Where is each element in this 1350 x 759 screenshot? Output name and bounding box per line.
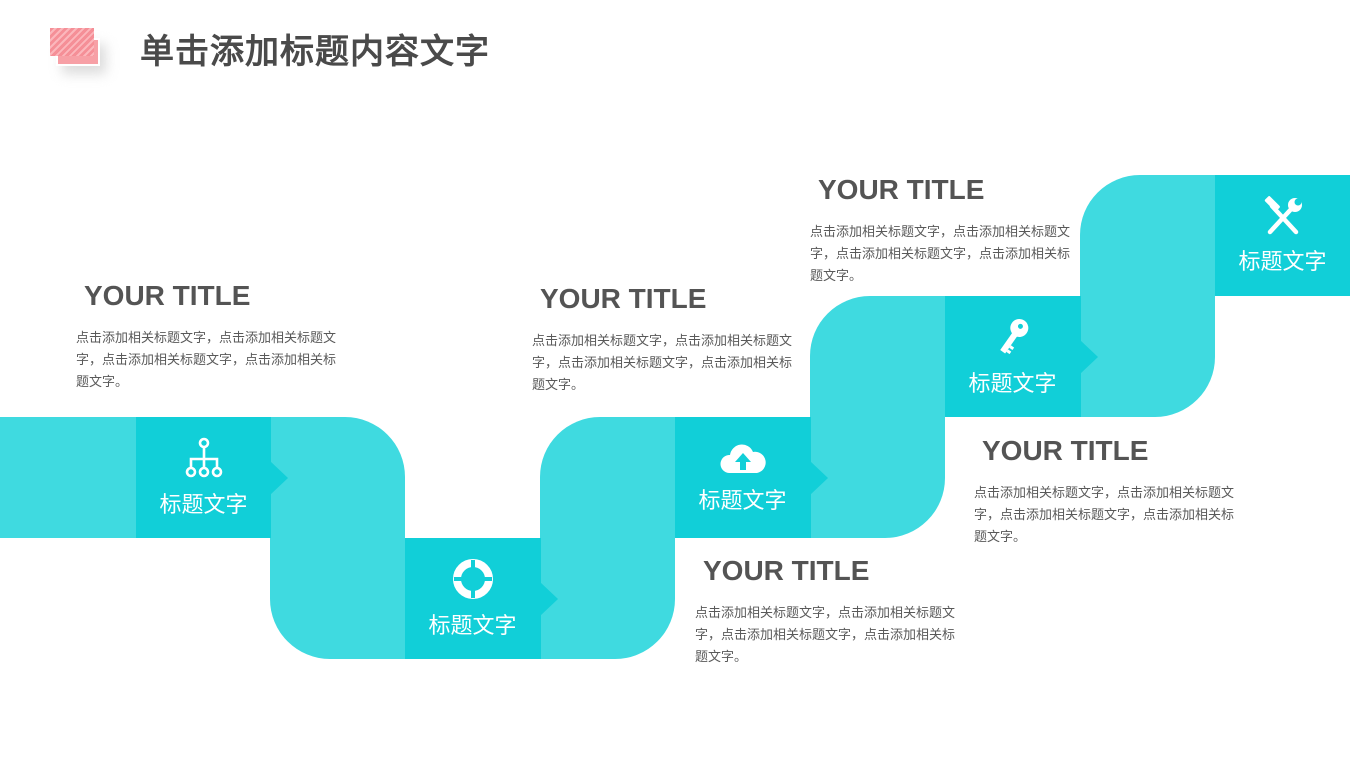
tools-icon	[1264, 195, 1302, 234]
card-text: 点击添加相关标题文字，点击添加相关标题文字，点击添加相关标题文字，点击添加相关标…	[532, 334, 793, 393]
step-arrow-2	[540, 582, 558, 616]
step-tile-1: 标题文字	[136, 417, 271, 538]
card-title: YOUR TITLE	[703, 555, 870, 586]
step-tile-3-bg	[675, 417, 811, 538]
key-icon	[999, 318, 1028, 354]
card-title: YOUR TITLE	[84, 280, 251, 311]
step-label-2: 标题文字	[428, 613, 517, 639]
info-card-5: YOUR TITLE 点击添加相关标题文字，点击添加相关标题文字，点击添加相关标…	[974, 435, 1234, 549]
step-label-5: 标题文字	[1238, 249, 1327, 275]
step-label-4: 标题文字	[968, 371, 1057, 397]
step-tile-1-bg	[136, 417, 271, 538]
step-tile-4: 标题文字	[945, 296, 1080, 417]
ribbon-curve-down	[270, 417, 405, 659]
step-label-3: 标题文字	[698, 488, 787, 514]
info-card-2: YOUR TITLE 点击添加相关标题文字，点击添加相关标题文字，点击添加相关标…	[532, 283, 792, 397]
step-tile-2-bg	[405, 538, 541, 659]
step-tile-4-bg	[945, 296, 1081, 417]
info-card-1: YOUR TITLE 点击添加相关标题文字，点击添加相关标题文字，点击添加相关标…	[76, 280, 336, 394]
card-text: 点击添加相关标题文字，点击添加相关标题文字，点击添加相关标题文字，点击添加相关标…	[810, 225, 1071, 284]
card-text: 点击添加相关标题文字，点击添加相关标题文字，点击添加相关标题文字，点击添加相关标…	[76, 331, 337, 390]
card-title: YOUR TITLE	[818, 174, 985, 205]
ribbon-segment-start	[0, 417, 137, 538]
step-tile-5-bg	[1215, 175, 1350, 296]
page-title: 单击添加标题内容文字	[140, 32, 490, 72]
step-arrow-4	[1080, 340, 1098, 374]
card-text: 点击添加相关标题文字，点击添加相关标题文字，点击添加相关标题文字，点击添加相关标…	[974, 486, 1235, 545]
step-tile-5: 标题文字	[1215, 175, 1350, 296]
step-label-1: 标题文字	[159, 492, 248, 518]
step-tile-3: 标题文字	[675, 417, 810, 538]
card-title: YOUR TITLE	[982, 435, 1149, 466]
ribbon-curve-up-1	[540, 417, 675, 659]
hierarchy-icon	[185, 437, 222, 477]
info-card-4: YOUR TITLE 点击添加相关标题文字，点击添加相关标题文字，点击添加相关标…	[810, 174, 1070, 288]
logo-icon	[50, 28, 110, 78]
ribbon-curve-up-2	[810, 296, 945, 538]
step-arrow-1	[270, 461, 288, 495]
card-text: 点击添加相关标题文字，点击添加相关标题文字，点击添加相关标题文字，点击添加相关标…	[695, 606, 956, 665]
logo-front-sheet	[50, 28, 94, 56]
info-card-3: YOUR TITLE 点击添加相关标题文字，点击添加相关标题文字，点击添加相关标…	[695, 555, 955, 669]
lifebuoy-icon	[452, 558, 493, 599]
step-tile-2: 标题文字	[405, 538, 540, 659]
step-arrow-3	[810, 461, 828, 495]
ribbon-curve-up-3	[1080, 175, 1215, 417]
card-title: YOUR TITLE	[540, 283, 707, 314]
cloud-upload-icon	[719, 444, 766, 473]
